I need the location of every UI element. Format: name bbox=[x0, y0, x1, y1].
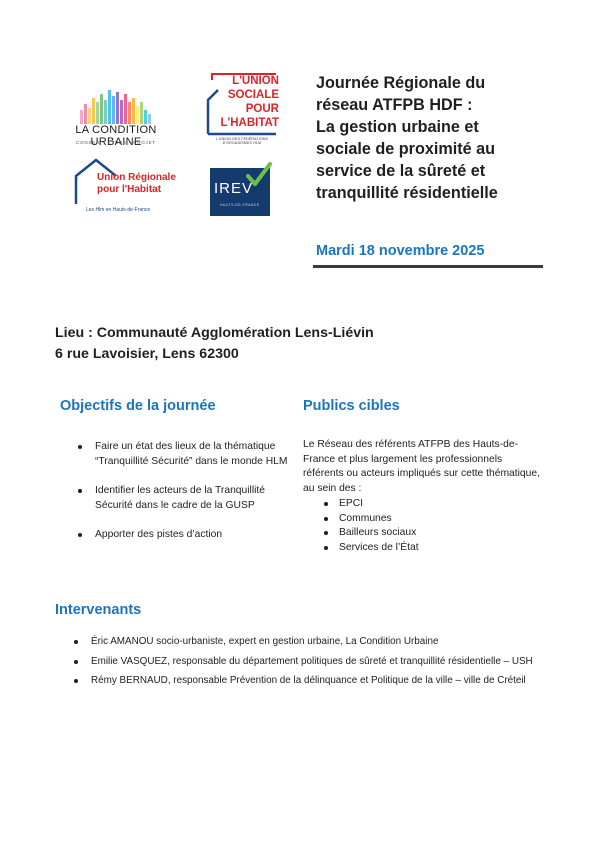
union-regionale-habitat-logo: Union Régionale pour l'Habitat Les Hlm e… bbox=[72, 158, 184, 218]
list-item: Rémy BERNAUD, responsable Prévention de … bbox=[74, 671, 541, 691]
objectives-heading: Objectifs de la journée bbox=[60, 398, 216, 414]
event-date: Mardi 18 novembre 2025 bbox=[316, 243, 485, 259]
list-item: Éric AMANOU socio-urbaniste, expert en g… bbox=[74, 632, 541, 652]
audience-intro: Le Réseau des référents ATFPB des Hauts-… bbox=[303, 439, 540, 494]
list-item: Apporter des pistes d’action bbox=[78, 528, 295, 543]
condition-urbaine-name: LA CONDITION URBAINE bbox=[75, 124, 157, 148]
speakers-list: Éric AMANOU socio-urbaniste, expert en g… bbox=[74, 632, 541, 691]
irev-name: IREV bbox=[214, 180, 254, 197]
speakers-heading: Intervenants bbox=[55, 602, 142, 618]
irev-region: HAUTS-DE-FRANCE bbox=[220, 203, 260, 207]
ush-name: L'UNION SOCIALE POUR L'HABITAT bbox=[220, 75, 279, 129]
objectives-list: Faire un état des lieux de la thématique… bbox=[78, 440, 295, 558]
date-divider bbox=[313, 265, 543, 268]
list-item: Emilie VASQUEZ, responsable du départeme… bbox=[74, 652, 541, 672]
union-sociale-habitat-logo: L'UNION SOCIALE POUR L'HABITAT L'UNION D… bbox=[206, 72, 279, 148]
venue-block: Lieu : Communauté Agglomération Lens-Lié… bbox=[55, 323, 505, 365]
irev-logo: IREV HAUTS-DE-FRANCE bbox=[210, 162, 272, 216]
venue-address: 6 rue Lavoisier, Lens 62300 bbox=[55, 346, 239, 362]
event-title: Journée Régionale du réseau ATFPB HDF : … bbox=[316, 74, 498, 202]
list-item: Faire un état des lieux de la thématique… bbox=[78, 440, 295, 469]
list-item: EPCI bbox=[324, 497, 519, 512]
house-outline-icon bbox=[206, 73, 276, 136]
list-item: Communes bbox=[324, 512, 519, 527]
ush-footer: L'UNION DES FÉDÉRATIONS D'ORGANISMES HLM bbox=[215, 137, 269, 145]
city-bars-icon bbox=[80, 90, 151, 124]
urh-name: Union Régionale pour l'Habitat bbox=[97, 172, 176, 195]
la-condition-urbaine-logo: LA CONDITION URBAINE CONSEIL • ETUDE • P… bbox=[52, 88, 180, 150]
list-item: Identifier les acteurs de la Tranquillit… bbox=[78, 484, 295, 513]
list-item: Bailleurs sociaux bbox=[324, 526, 519, 541]
audience-list: EPCI Communes Bailleurs sociaux Services… bbox=[324, 497, 519, 556]
list-item: Services de l’État bbox=[324, 541, 519, 556]
venue-name: Lieu : Communauté Agglomération Lens-Lié… bbox=[55, 325, 374, 341]
condition-urbaine-tagline: CONSEIL • ETUDE • PROJET bbox=[76, 140, 156, 145]
audience-heading: Publics cibles bbox=[303, 398, 400, 414]
urh-footer: Les Hlm en Hauts-de-France bbox=[86, 207, 151, 213]
house-roof-icon bbox=[74, 158, 117, 204]
checkmark-icon bbox=[246, 162, 272, 186]
